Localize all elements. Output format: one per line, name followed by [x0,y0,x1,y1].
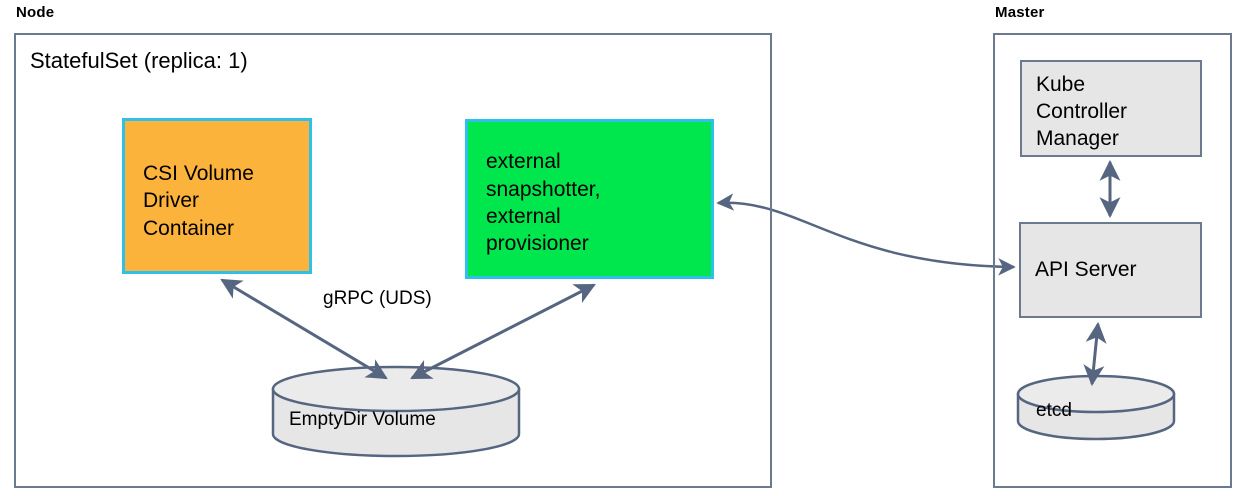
csi-volume-driver-container-label: CSI Volume Driver Container [143,162,254,240]
arrow-csi-to-emptydir [220,278,388,380]
kube-controller-manager-box[interactable]: Kube Controller Manager [1020,60,1202,157]
grpc-uds-label: gRPC (UDS) [323,288,432,309]
etcd-cylinder [1016,374,1176,441]
arrow-sidecars-to-api-server [716,193,1016,276]
statefulset-title: StatefulSet (replica: 1) [30,48,248,73]
emptydir-volume-label: EmptyDir Volume [289,409,436,430]
node-zone-box [14,33,772,488]
arrow-sidecars-to-emptydir [410,283,596,380]
external-sidecars-box[interactable]: external snapshotter, external provision… [465,119,714,279]
master-zone-box [993,33,1232,488]
arrow-api-server-to-etcd [1083,321,1107,387]
node-zone-label: Node [16,4,55,21]
api-server-label: API Server [1035,258,1137,282]
api-server-box[interactable]: API Server [1019,222,1202,318]
kube-controller-manager-label: Kube Controller Manager [1036,72,1128,151]
external-sidecars-label: external snapshotter, external provision… [486,150,601,256]
etcd-label: etcd [1036,400,1072,421]
csi-volume-driver-container-box[interactable]: CSI Volume Driver Container [122,118,312,274]
master-zone-label: Master [995,4,1045,21]
